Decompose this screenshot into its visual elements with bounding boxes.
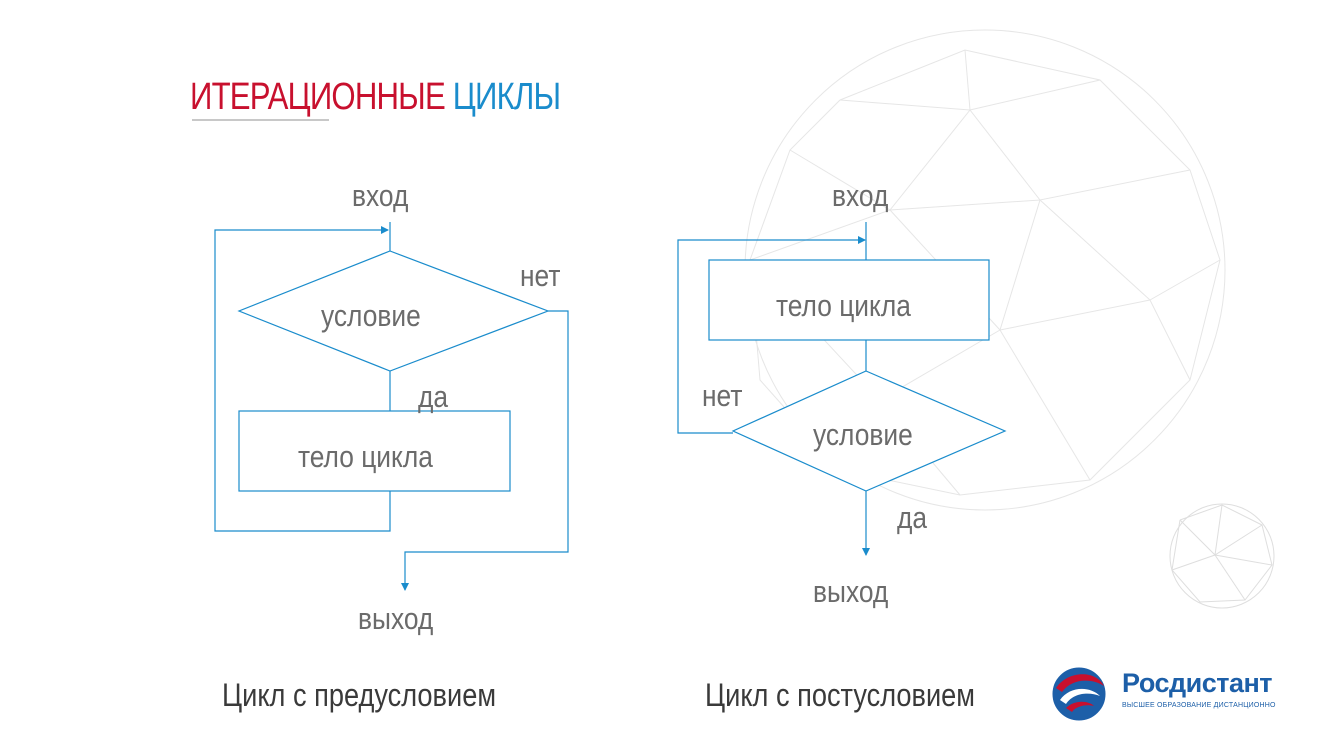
logo-tagline: ВЫСШЕЕ ОБРАЗОВАНИЕ ДИСТАНЦИОННО [1122,702,1276,709]
title-part-blue: ЦИКЛЫ [452,76,561,118]
left-caption: Цикл с предусловием [222,677,497,713]
left-no-label: нет [520,258,561,293]
left-loopback-line [214,226,391,532]
left-body-box [238,410,511,492]
right-yes-label: да [897,500,928,535]
left-condition-label: условие [321,298,421,333]
right-condition-label: условие [813,417,913,452]
right-body-label: тело цикла [776,288,911,323]
right-entry-label: вход [832,178,889,213]
title-underline [192,119,329,121]
left-yes-label: да [418,379,449,414]
left-no-line [401,310,569,591]
left-body-label: тело цикла [298,439,433,474]
title-part-red: ИТЕРАЦИОННЫЕ [190,76,446,118]
left-exit-label: выход [358,601,434,636]
page-title: ИТЕРАЦИОННЫЕ ЦИКЛЫ [190,76,561,119]
right-loopback-line [677,236,866,434]
right-no-label: нет [702,378,743,413]
logo-name: Росдистант [1122,668,1273,698]
right-caption: Цикл с постусловием [705,677,975,713]
rosdistant-logo-icon [1051,666,1107,722]
right-body-box [708,259,990,341]
right-exit-label: выход [813,574,889,609]
left-entry-label: вход [352,178,409,213]
